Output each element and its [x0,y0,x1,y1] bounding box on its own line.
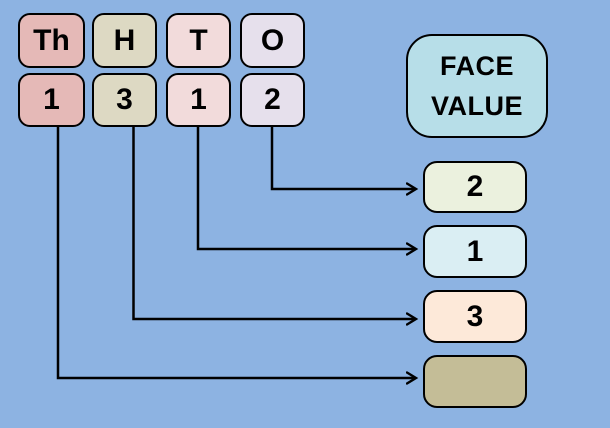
digit-box-tens: 1 [166,73,231,127]
face-value-result-tens: 1 [423,225,527,278]
connector-ones-to-result [270,126,416,189]
column-header-thousands: Th [18,13,85,68]
digit-box-ones: 2 [240,73,305,127]
digit-box-hundreds: 3 [92,73,157,127]
digit-box-thousands: 1 [18,73,85,127]
column-header-hundreds: H [92,13,157,68]
face-value-title-line2: VALUE [430,91,523,121]
face-value-title-line1: FACE [439,50,514,81]
column-header-ones: O [240,13,305,68]
face-value-result-thousands-empty [423,355,527,408]
column-header-tens: T [166,13,231,68]
connector-thousands-to-result [56,126,416,378]
face-value-result-ones: 2 [423,161,527,213]
face-value-result-hundreds: 3 [423,290,527,343]
face-value-title-box: FACE VALUE [406,34,548,138]
connector-hundreds-to-result [132,126,417,319]
connector-tens-to-result [196,126,416,249]
